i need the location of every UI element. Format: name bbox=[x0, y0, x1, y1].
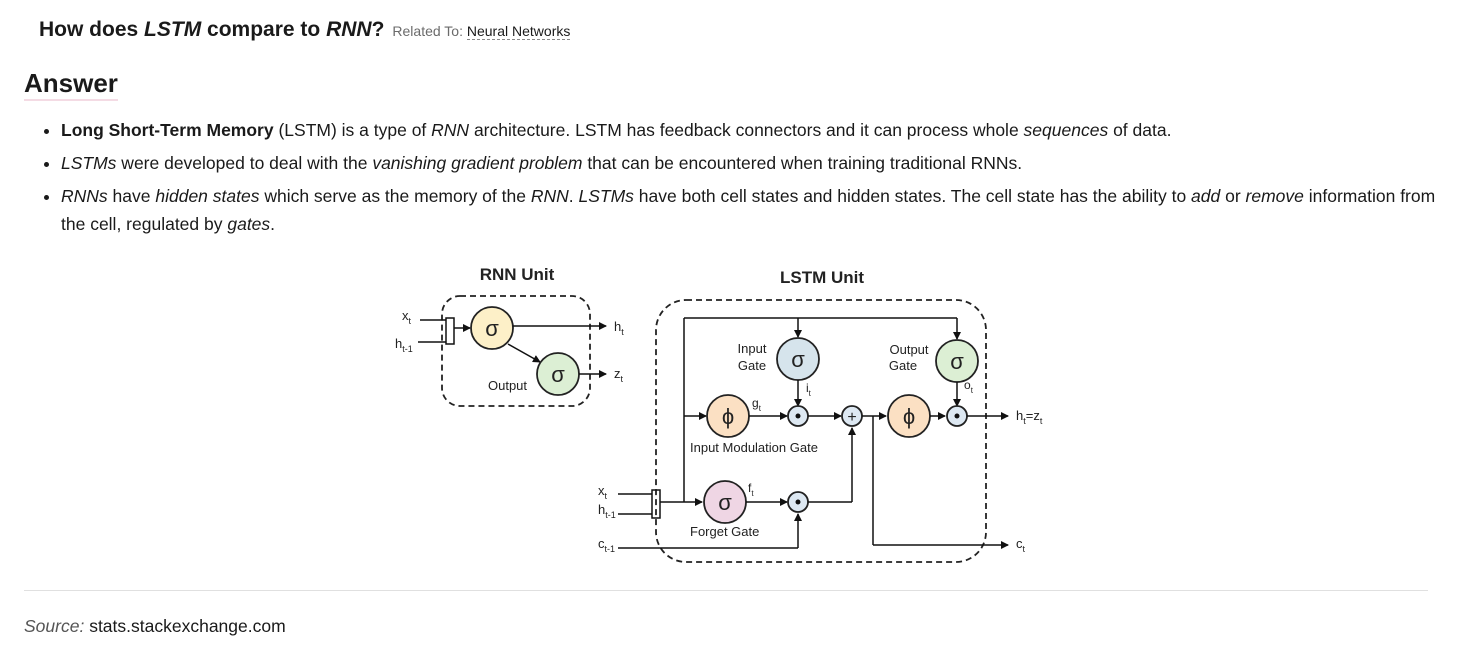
svg-text:ϕ: ϕ bbox=[722, 404, 734, 429]
forget-gate-label: Forget Gate bbox=[690, 524, 759, 539]
svg-text:xt: xt bbox=[598, 483, 608, 501]
svg-text:ht=zt: ht=zt bbox=[1016, 408, 1043, 426]
answer-heading: Answer bbox=[24, 67, 118, 101]
input-gate-label: Input bbox=[738, 341, 767, 356]
answer-list: Long Short-Term Memory (LSTM) is a type … bbox=[22, 116, 1458, 243]
related-to: Related To: Neural Networks bbox=[392, 23, 571, 40]
source-line: Source: stats.stackexchange.com bbox=[24, 616, 286, 636]
svg-text:σ: σ bbox=[485, 316, 499, 341]
lstm-input-x: xt bbox=[598, 483, 608, 501]
svg-text:gt: gt bbox=[752, 396, 762, 413]
svg-text:ht: ht bbox=[614, 319, 624, 337]
svg-text:ht-1: ht-1 bbox=[598, 502, 616, 520]
svg-text:σ: σ bbox=[551, 362, 565, 387]
output-gate-label: Output bbox=[889, 342, 928, 357]
output-gate-o: ot bbox=[964, 378, 974, 395]
svg-text:ϕ: ϕ bbox=[903, 404, 915, 429]
forget-gate-f: ft bbox=[748, 481, 754, 498]
svg-text:xt: xt bbox=[402, 308, 412, 326]
svg-text:ct: ct bbox=[1016, 536, 1026, 554]
rnn-input-h: ht-1 bbox=[395, 336, 413, 354]
input-gate-i: it bbox=[806, 381, 812, 398]
answer-bullet: RNNs have hidden states which serve as t… bbox=[61, 182, 1458, 238]
input-modulation-g: gt bbox=[752, 396, 762, 413]
answer-bullet: LSTMs were developed to deal with the va… bbox=[61, 149, 1458, 177]
svg-text:Gate: Gate bbox=[889, 358, 917, 373]
svg-text:zt: zt bbox=[614, 366, 624, 384]
rnn-unit-title: RNN Unit bbox=[480, 265, 555, 284]
svg-text:σ: σ bbox=[950, 349, 964, 374]
lstm-rnn-diagram: RNN Unit LSTM Unit xt ht-1 σ ht σ Output… bbox=[395, 265, 1043, 563]
rnn-output-label: Output bbox=[488, 378, 527, 393]
lstm-unit-box bbox=[655, 299, 987, 563]
svg-text:+: + bbox=[847, 409, 856, 426]
lstm-output-c: ct bbox=[1016, 536, 1026, 554]
svg-text:it: it bbox=[806, 381, 812, 398]
input-modulation-label: Input Modulation Gate bbox=[690, 440, 818, 455]
rnn-output-z: zt bbox=[614, 366, 624, 384]
rnn-sigma-node bbox=[470, 306, 514, 350]
lstm-input-h: ht-1 bbox=[598, 502, 616, 520]
svg-text:ft: ft bbox=[748, 481, 754, 498]
svg-text:ht-1: ht-1 bbox=[395, 336, 413, 354]
rnn-input-x: xt bbox=[402, 308, 412, 326]
divider bbox=[24, 590, 1428, 591]
source-value: stats.stackexchange.com bbox=[89, 616, 286, 636]
related-topic-link[interactable]: Neural Networks bbox=[466, 23, 571, 40]
question-title: How does LSTM compare to RNN?Related To:… bbox=[39, 18, 571, 41]
lstm-input-c: ct-1 bbox=[598, 536, 615, 554]
lstm-unit-title: LSTM Unit bbox=[780, 268, 864, 287]
lstm-output-h: ht=zt bbox=[1016, 408, 1043, 426]
answer-bullet: Long Short-Term Memory (LSTM) is a type … bbox=[61, 116, 1458, 144]
svg-text:σ: σ bbox=[718, 490, 732, 515]
svg-text:Gate: Gate bbox=[738, 358, 766, 373]
svg-text:ct-1: ct-1 bbox=[598, 536, 615, 554]
rnn-unit-box bbox=[441, 295, 591, 407]
svg-text:ot: ot bbox=[964, 378, 974, 395]
svg-text:σ: σ bbox=[791, 347, 805, 372]
rnn-output-h: ht bbox=[614, 319, 624, 337]
